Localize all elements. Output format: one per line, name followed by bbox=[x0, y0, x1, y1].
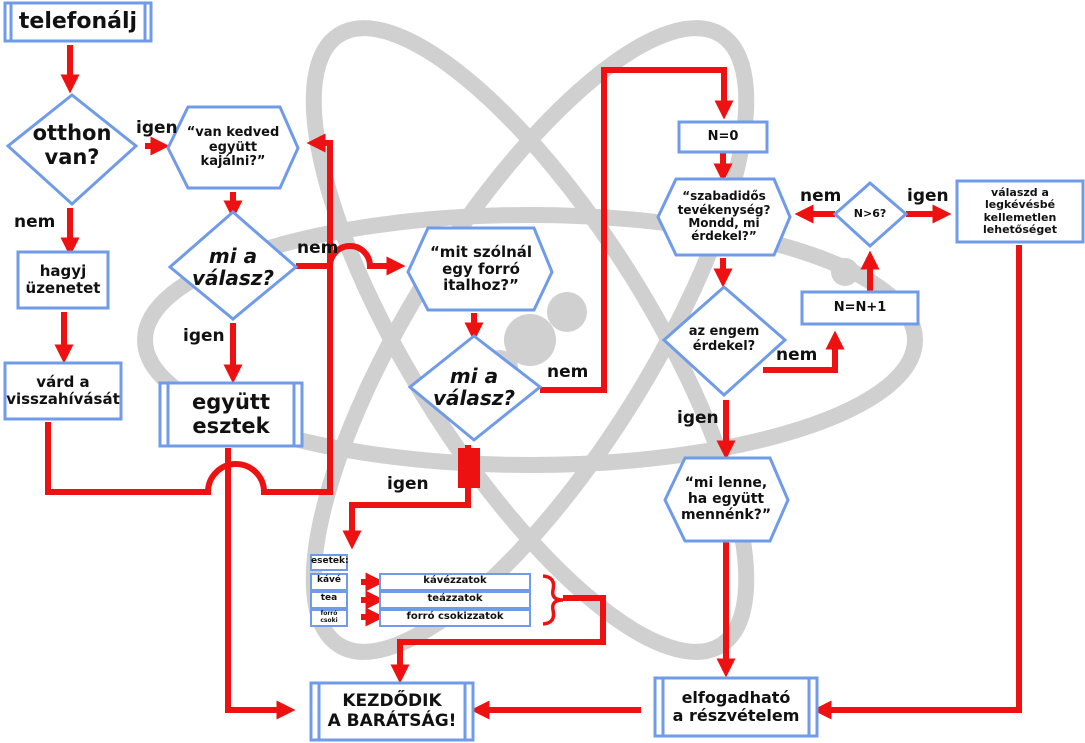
case-label-cocoa: forró csoki bbox=[320, 610, 338, 624]
arrow-answer2-no bbox=[540, 67, 734, 393]
edge-label-check-no: nem bbox=[800, 186, 842, 206]
node-check-label: N>6? bbox=[853, 206, 887, 220]
node-friendship-box bbox=[309, 681, 475, 742]
nodes bbox=[3, 1, 1085, 742]
edge-label-answer2-no: nem bbox=[547, 362, 589, 382]
arrow-wait-back-to-lunch bbox=[45, 133, 333, 495]
arrow-cases-to-friendship bbox=[390, 595, 606, 684]
node-interest-diamond bbox=[661, 285, 788, 398]
node-whatif-hex bbox=[663, 456, 790, 543]
result-box-tea bbox=[379, 591, 531, 609]
node-friendship-label: KEZDŐDIK A BARÁTSÁG! bbox=[327, 691, 457, 731]
node-eat-box bbox=[158, 381, 304, 448]
case-label-coffee: kávé bbox=[316, 575, 342, 585]
case-label-tea: tea bbox=[320, 593, 338, 603]
node-check-diamond bbox=[832, 181, 909, 249]
node-acceptable-box bbox=[653, 676, 819, 738]
arrow-leastbad-to-acceptable bbox=[812, 245, 1022, 720]
node-answer2-label: mi a válasz? bbox=[432, 363, 516, 410]
node-wait-box bbox=[3, 361, 123, 421]
node-whatif-label: “mi lenne, ha együtt mennénk?” bbox=[680, 475, 772, 523]
node-message-label: hagyj üzenetet bbox=[25, 262, 101, 297]
node-interest-label: az engem érdekel? bbox=[688, 324, 760, 354]
arrow-eat-to-friendship bbox=[225, 448, 296, 720]
edge-label-home-yes: igen bbox=[136, 118, 178, 138]
arrow-interest-no bbox=[763, 330, 845, 373]
cases-header-box bbox=[310, 554, 348, 571]
atom-orbit-horizontal bbox=[137, 207, 923, 473]
node-message-box bbox=[16, 250, 110, 310]
result-box-coffee bbox=[379, 573, 531, 591]
result-label-cocoa: forró csokizzatok bbox=[406, 611, 504, 622]
node-lunch-label: “van kedved együtt kajálni?” bbox=[186, 125, 280, 170]
node-inc-box bbox=[800, 290, 920, 326]
node-hobby-hex bbox=[656, 177, 792, 257]
node-wait-label: várd a visszahívását bbox=[6, 373, 120, 408]
edge-label-answer1-yes: igen bbox=[183, 326, 225, 346]
case-box-cocoa bbox=[310, 609, 348, 627]
node-leastbad-box bbox=[955, 179, 1085, 244]
result-label-coffee: kávézzatok bbox=[423, 575, 487, 586]
node-phone-box bbox=[3, 1, 153, 43]
node-inc-label: N=N+1 bbox=[833, 299, 887, 315]
result-label-tea: teázzatok bbox=[427, 593, 483, 604]
node-phone-label: telefonálj bbox=[18, 8, 138, 34]
node-n0-label: N=0 bbox=[707, 128, 739, 144]
case-box-tea bbox=[310, 591, 348, 609]
node-eat-label: együtt esztek bbox=[192, 389, 270, 438]
node-home-label: otthon van? bbox=[32, 121, 112, 169]
case-box-coffee bbox=[310, 573, 348, 591]
node-home-diamond bbox=[5, 93, 139, 207]
edge-label-interest-no: nem bbox=[776, 345, 818, 365]
cases-brace bbox=[542, 574, 564, 626]
node-answer1-diamond bbox=[167, 210, 299, 321]
edge-label-answer2-yes: igen bbox=[387, 474, 429, 494]
node-drink-label: “mit szólnál egy forró italhoz?” bbox=[429, 242, 533, 295]
edge-label-check-yes: igen bbox=[907, 186, 949, 206]
node-lunch-hex bbox=[166, 105, 300, 190]
node-n0-box bbox=[677, 120, 769, 154]
edge-label-interest-yes: igen bbox=[677, 408, 719, 428]
node-acceptable-label: elfogadható a részvételem bbox=[672, 688, 800, 725]
node-answer2-diamond bbox=[407, 334, 543, 442]
node-drink-hex bbox=[406, 226, 554, 312]
edge-label-answer1-no: nem bbox=[297, 238, 339, 258]
node-hobby-label: “szabadidős tevékenység? Mondd, mi érdek… bbox=[677, 189, 771, 244]
connectors bbox=[45, 45, 1022, 720]
cases-header: esetek: bbox=[311, 556, 349, 566]
node-leastbad-label: válaszd a legkévésbé kellemetlen lehetős… bbox=[983, 185, 1057, 236]
result-box-cocoa bbox=[379, 609, 531, 627]
edge-label-home-no: nem bbox=[14, 212, 56, 232]
thick-connector-block bbox=[458, 448, 480, 488]
node-answer1-label: mi a válasz? bbox=[191, 243, 275, 290]
